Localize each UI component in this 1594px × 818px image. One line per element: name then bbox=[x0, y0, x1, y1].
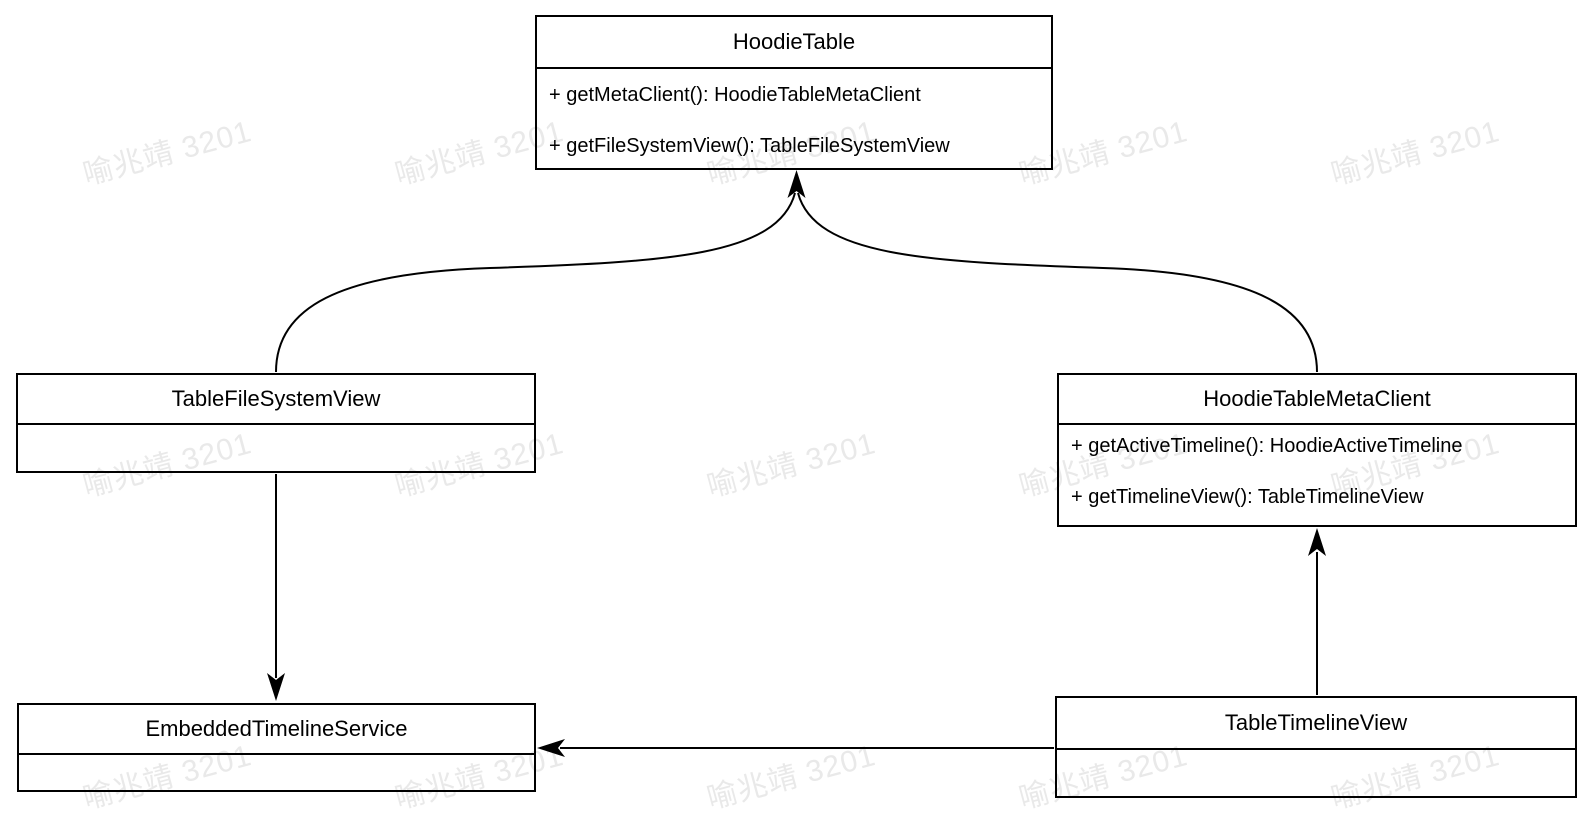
method-getactivetimeline: + getActiveTimeline(): HoodieActiveTimel… bbox=[1071, 435, 1463, 457]
compartment-divider bbox=[17, 423, 535, 425]
class-name: HoodieTableMetaClient bbox=[1203, 386, 1431, 411]
class-box-embeddedtimelineservice: EmbeddedTimelineService bbox=[17, 703, 536, 792]
compartment-divider bbox=[1056, 748, 1576, 750]
class-name: TableFileSystemView bbox=[171, 386, 381, 411]
class-box-hoodietablemetaclient: HoodieTableMetaClient + getActiveTimelin… bbox=[1057, 373, 1577, 527]
edge-filesystemview-to-hoodietable bbox=[275, 192, 796, 373]
compartment-divider bbox=[1058, 423, 1576, 425]
method-getfilesystemview: + getFileSystemView(): TableFileSystemVi… bbox=[549, 135, 950, 157]
class-name: TableTimelineView bbox=[1224, 710, 1408, 735]
arrowhead-to-embeddedtimelineservice-top bbox=[267, 673, 285, 701]
method-gettimelineview: + getTimelineView(): TableTimelineView bbox=[1071, 486, 1424, 508]
class-box-tablefilesystemview: TableFileSystemView bbox=[16, 373, 536, 473]
class-box-hoodietable: HoodieTable + getMetaClient(): HoodieTab… bbox=[535, 15, 1053, 170]
method-getmetaclient: + getMetaClient(): HoodieTableMetaClient bbox=[549, 84, 921, 106]
class-box-tabletimelineview: TableTimelineView bbox=[1055, 696, 1577, 798]
class-name: EmbeddedTimelineService bbox=[145, 716, 408, 741]
compartment-divider bbox=[536, 67, 1052, 69]
class-name: HoodieTable bbox=[732, 29, 856, 54]
edge-metaclient-to-hoodietable bbox=[797, 192, 1318, 373]
arrowhead-to-embeddedtimelineservice-right bbox=[537, 739, 565, 757]
arrowhead-to-hoodietable bbox=[787, 170, 806, 198]
arrowhead-to-metaclient-bottom bbox=[1308, 528, 1326, 556]
compartment-divider bbox=[18, 753, 535, 755]
